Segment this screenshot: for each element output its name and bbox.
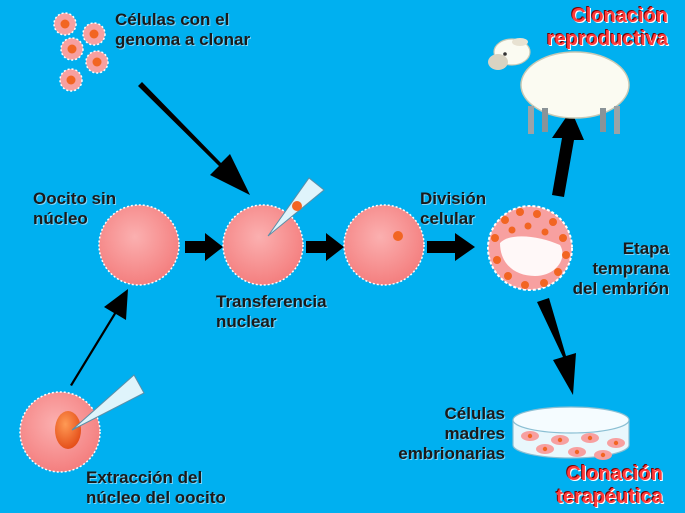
enucleated-oocyte — [98, 204, 180, 286]
transfer-cell — [222, 177, 325, 286]
donor-cell — [60, 37, 84, 61]
reconstructed-cell — [343, 204, 425, 286]
arrow-transfer-to-division — [306, 233, 344, 261]
label-stem-cells: Células madres embrionarias — [398, 404, 505, 463]
label-therapeutic-cloning: Clonación terapéutica — [556, 463, 663, 508]
label-oocyte-no-nucleus: Oocito sin núcleo — [33, 189, 117, 228]
arrows — [70, 82, 584, 395]
label-reproductive-cloning: Clonación reproductiva — [546, 5, 668, 50]
stem-cells — [521, 431, 625, 460]
label-cells-to-clone: Células con el genoma a clonar — [115, 10, 251, 49]
donor-cell — [59, 68, 83, 92]
label-cell-division: División celular — [420, 189, 487, 228]
donor-cells — [53, 12, 109, 92]
sheep-icon — [488, 38, 630, 134]
arrow-division-to-embryo — [427, 233, 475, 261]
arrow-oocyte-to-transfer — [185, 233, 223, 261]
pipette-icon — [71, 374, 145, 431]
label-nucleus-extraction: Extracción del núcleo del oocito — [86, 468, 226, 507]
arrow-embryo-to-sheep — [552, 110, 584, 197]
petri-dish-icon — [512, 406, 630, 460]
donor-cell — [82, 22, 106, 46]
label-early-embryo: Etapa temprana del embrión — [572, 239, 669, 298]
donor-cell — [53, 12, 77, 36]
arrow-embryo-to-dish — [537, 298, 576, 395]
oocyte-with-nucleus — [19, 374, 145, 473]
label-nuclear-transfer: Transferencia nuclear — [216, 292, 327, 331]
arrow-donor-to-transfer — [138, 82, 250, 195]
arrow-extraction-to-oocyte — [70, 289, 128, 386]
early-embryo — [487, 205, 573, 291]
donor-cell — [85, 50, 109, 74]
